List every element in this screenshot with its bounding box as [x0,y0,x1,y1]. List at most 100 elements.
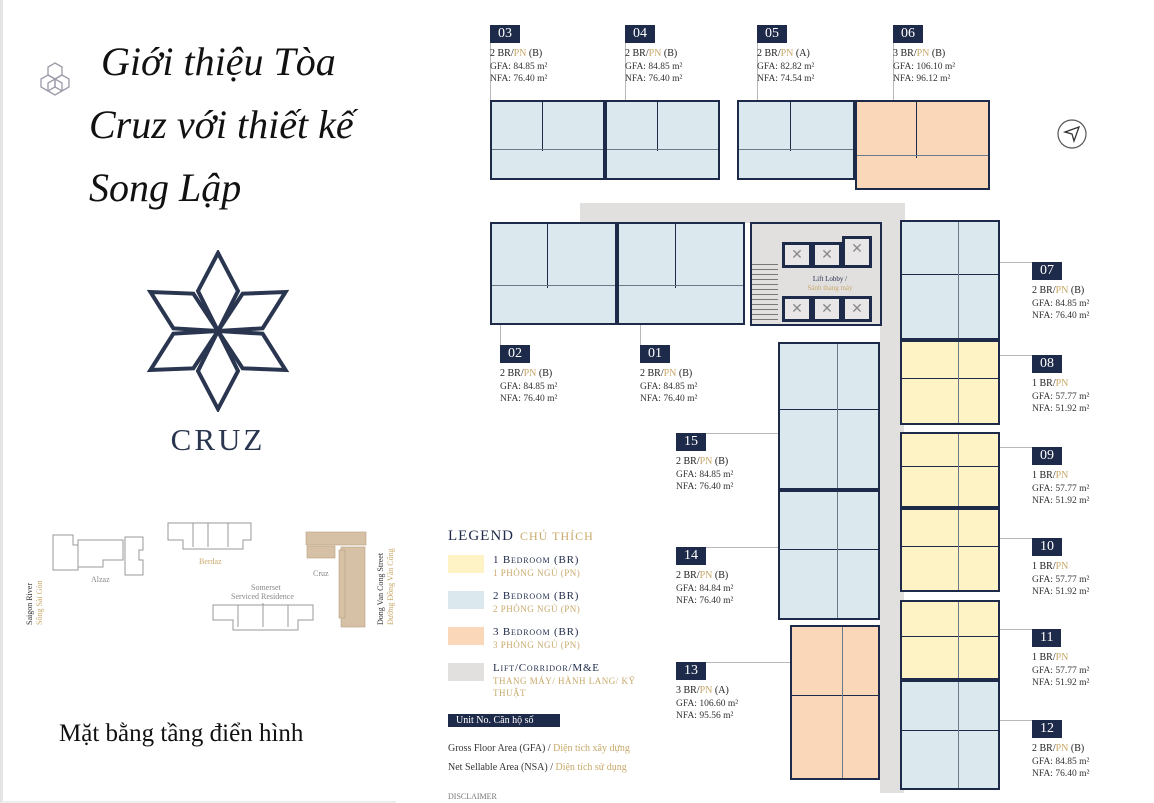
leader-line [1000,447,1032,448]
unit-type-pn: PN [699,456,713,467]
legend-label: Lift/Corridor/M&E [493,662,600,674]
lift [812,242,842,268]
unit-label: 12 2 BR/PN (B) GFA: 84.85 m² NFA: 76.40 … [1032,720,1089,781]
unit-nfa: NFA: 51.92 m² [1032,678,1090,688]
unit-label: 04 2 BR/PN (B) GFA: 84.85 m² NFA: 76.40 … [625,25,682,86]
label-berdaz: Berdaz [199,557,222,566]
unit-type-br: 2 BR/ [676,456,700,467]
unit-number-tag: 06 [893,25,923,43]
lift [782,296,812,322]
leader-line [676,662,790,663]
unit-label: 11 1 BR/PN GFA: 57.77 m² NFA: 51.92 m² [1032,629,1089,690]
unit-number-tag: 04 [625,25,655,43]
swatch [448,555,484,573]
unit-nfa: NFA: 76.40 m² [1032,769,1090,779]
unit-type-variant: (B) [712,570,729,581]
unit-number-tag: 07 [1032,262,1062,280]
unit-gfa: GFA: 106.60 m² [676,698,739,709]
unit-number-tag: 11 [1032,629,1062,647]
unit-type-br: 2 BR/ [1032,743,1056,754]
leader-line [625,25,626,100]
unit-03 [490,100,605,180]
lift [812,296,842,322]
unit-nfa: NFA: 51.92 m² [1032,404,1090,414]
unit-number-tag: 15 [676,433,706,451]
unit-number-tag: 10 [1032,538,1062,556]
leader-line [1000,538,1032,539]
unit-11 [900,600,1000,680]
unit-label: 01 2 BR/PN (B) GFA: 84.85 m² NFA: 76.40 … [640,345,697,406]
unit-type-br: 2 BR/ [490,48,514,59]
unit-type-br: 3 BR/ [893,48,917,59]
unit-06 [855,100,990,190]
leader-line [893,25,894,100]
unit-number-tag: 14 [676,547,706,565]
unit-nfa: NFA: 76.40 m² [625,74,683,84]
unit-type-pn: PN [1055,470,1069,481]
label-cruz: Cruz [313,569,329,578]
leader-line [1000,720,1032,721]
leader-line [640,325,641,345]
unit-type: 2 BR/PN (B) [625,48,682,61]
unit-type-pn: PN [780,48,794,59]
unit-label: 13 3 BR/PN (A) GFA: 106.60 m² NFA: 95.56… [676,662,738,723]
unit-type: 3 BR/PN (A) [676,685,738,698]
unit-nfa: NFA: 76.40 m² [1032,311,1090,321]
cruz-star-logo [138,250,298,411]
unit-type: 1 BR/PN [1032,561,1089,574]
unit-gfa: GFA: 84.85 m² [1032,298,1090,309]
leader-line [757,25,758,100]
unit-type-pn: PN [513,48,527,59]
unit-label: 07 2 BR/PN (B) GFA: 84.85 m² NFA: 76.40 … [1032,262,1089,323]
title-line: Cruz với thiết kế [89,102,354,147]
unit-type-pn: PN [699,685,713,696]
swatch [448,627,484,645]
unit-type-pn: PN [699,570,713,581]
unit-type-variant: (A) [712,685,729,696]
legend-label-vi: 1 PHÒNG NGỦ (PN) [493,568,581,578]
unit-type-br: 1 BR/ [1032,378,1056,389]
unit-type-pn: PN [916,48,930,59]
unit-label: 06 3 BR/PN (B) GFA: 106.10 m² NFA: 96.12… [893,25,955,86]
unit-type-br: 1 BR/ [1032,652,1056,663]
unit-number-tag: 02 [500,345,530,363]
unit-type-pn: PN [1055,561,1069,572]
legend-label-vi: THANG MÁY/ HÀNH LANG/ KỸ THUẬT [493,676,636,698]
corridor [580,203,905,223]
lift-lobby-text: Lift Lobby / [812,275,848,283]
unit-nfa: NFA: 95.56 m² [676,711,734,721]
unit-type: 2 BR/PN (B) [1032,743,1089,756]
label-serviced-residence: Serviced Residence [231,592,294,601]
site-map-outlines [52,522,367,631]
unit-type-br: 3 BR/ [676,685,700,696]
unit-09 [900,432,1000,508]
unit-nfa: NFA: 76.40 m² [640,394,698,404]
unit-type-pn: PN [663,368,677,379]
unit-label: 09 1 BR/PN GFA: 57.77 m² NFA: 51.92 m² [1032,447,1089,508]
unit-type: 1 BR/PN [1032,378,1089,391]
unit-type: 1 BR/PN [1032,470,1089,483]
page-title: Giới thiệu Tòa Cruz với thiết kế Song Lậ… [89,30,399,219]
unit-gfa: GFA: 84.85 m² [500,381,558,392]
unit-gfa: GFA: 57.77 m² [1032,574,1090,585]
unit-12 [900,680,1000,790]
nsa-key-vi: Diện tích sử dụng [555,762,627,773]
unit-gfa: GFA: 106.10 m² [893,61,956,72]
lift-lobby-text-vi: Sảnh thang máy [807,284,853,292]
label-somerset: Somerset [251,583,281,592]
legend-title-vi: CHÚ THÍCH [520,529,594,543]
unit-type: 2 BR/PN (B) [640,368,697,381]
swatch [448,663,484,681]
unit-nfa: NFA: 51.92 m² [1032,496,1090,506]
unit-type-variant: (B) [1068,285,1085,296]
unit-type-variant: (B) [929,48,946,59]
unit-type-variant: (B) [676,368,693,379]
unit-01 [490,222,617,325]
unit-type-pn: PN [648,48,662,59]
unit-gfa: GFA: 84.85 m² [1032,756,1090,767]
title-line: Giới thiệu Tòa [101,39,336,84]
unit-type: 3 BR/PN (B) [893,48,955,61]
label-alzaz: Alzaz [91,575,110,584]
unit-type-variant: (A) [793,48,810,59]
